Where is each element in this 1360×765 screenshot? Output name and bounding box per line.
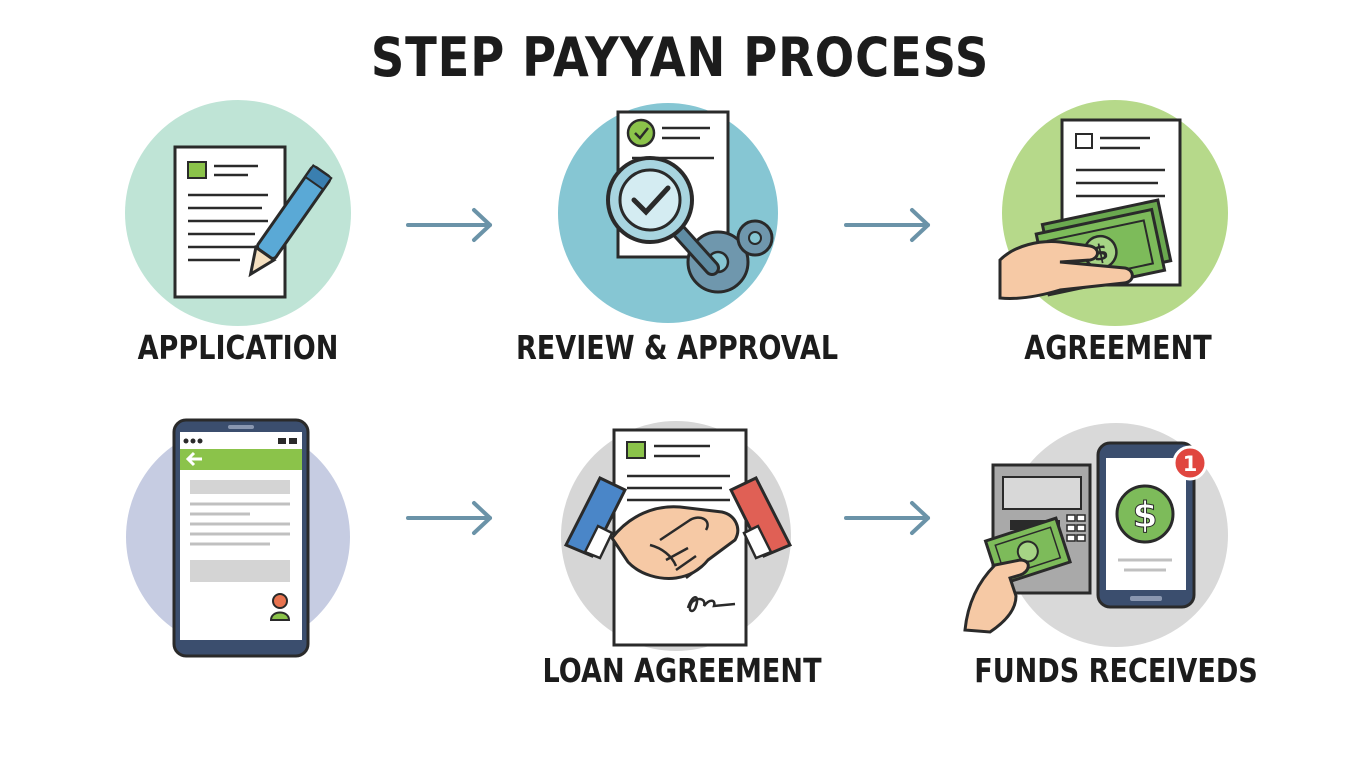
arrow-right-icon — [406, 501, 492, 535]
arrow-right-icon — [406, 208, 492, 242]
svg-text:1: 1 — [1183, 452, 1198, 476]
user-avatar-icon — [269, 593, 291, 621]
arrow-right-icon — [844, 501, 930, 535]
step-label: AGREEMENT — [1024, 328, 1212, 367]
page-title: STEP PAYYAN PROCESS — [370, 26, 990, 89]
step-label: APPLICATION — [137, 328, 339, 367]
step-label: LOAN AGREEMENT — [542, 651, 822, 690]
signature — [686, 596, 736, 613]
arrow-right-icon — [844, 208, 930, 242]
svg-text:$: $ — [1132, 495, 1157, 536]
back-arrow-icon — [185, 451, 202, 467]
notification-badge: 1 — [1172, 445, 1208, 481]
step-label: REVIEW & APPROVAL — [515, 328, 839, 367]
step-label: FUNDS RECEIVEDS — [974, 651, 1258, 690]
